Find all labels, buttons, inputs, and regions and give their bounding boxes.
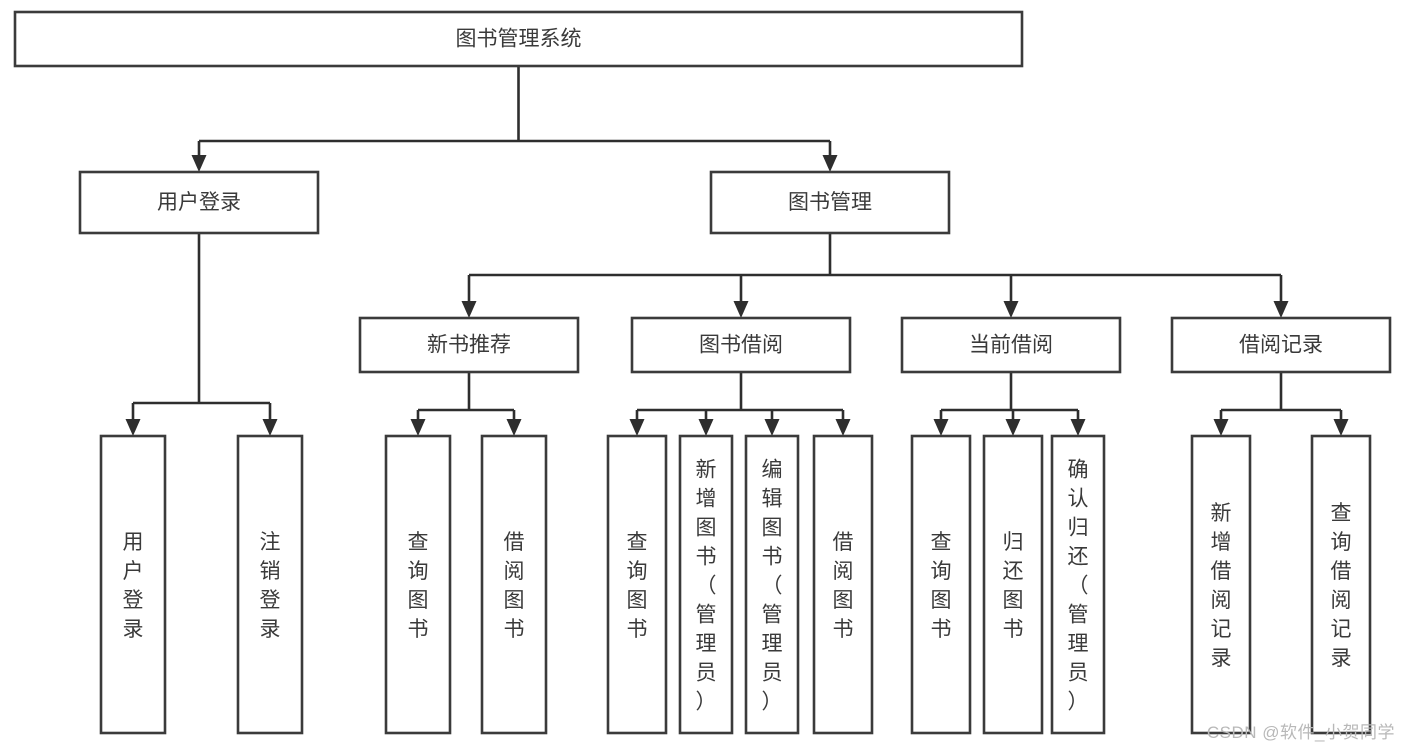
node-leaf-查询借阅记录[interactable]: 查询借阅记录	[1310, 434, 1372, 735]
arrow-head-icon	[1213, 419, 1229, 436]
node-leaf-用户登录[interactable]: 用户登录	[99, 434, 167, 735]
node-leaf-查询图书[interactable]: 查询图书	[606, 434, 668, 735]
node-label: 当前借阅	[969, 334, 1053, 357]
node-label: 新增借阅记录	[1211, 502, 1232, 670]
arrow-head-icon	[629, 419, 645, 436]
arrow-head-icon	[461, 301, 477, 318]
arrow-head-icon	[835, 419, 851, 436]
node-label: 注销登录	[260, 531, 281, 641]
node-box[interactable]	[678, 434, 734, 735]
node-label: 查询图书	[627, 531, 648, 641]
arrow-head-icon	[191, 155, 207, 172]
node-leaf-归还图书[interactable]: 归还图书	[982, 434, 1044, 735]
node-label: 新增图书（管理员）	[696, 459, 717, 714]
arrow-head-icon	[933, 419, 949, 436]
node-label: 确认归还（管理员）	[1068, 459, 1089, 714]
node-level2-图书借阅[interactable]: 图书借阅	[630, 316, 852, 374]
node-label: 用户登录	[157, 191, 241, 214]
node-label: 图书借阅	[699, 334, 783, 357]
node-leaf-查询图书[interactable]: 查询图书	[384, 434, 452, 735]
arrow-head-icon	[125, 419, 141, 436]
node-label: 借阅图书	[833, 531, 854, 641]
node-label: 编辑图书（管理员）	[762, 459, 783, 714]
node-root-图书管理系统[interactable]: 图书管理系统	[13, 10, 1024, 68]
node-level1-用户登录[interactable]: 用户登录	[78, 170, 320, 235]
node-leaf-编辑图书管理员[interactable]: 编辑图书（管理员）	[744, 434, 800, 735]
node-level2-新书推荐[interactable]: 新书推荐	[358, 316, 580, 374]
arrow-head-icon	[1005, 419, 1021, 436]
node-label: 查询图书	[408, 531, 429, 641]
node-level1-图书管理[interactable]: 图书管理	[709, 170, 951, 235]
node-box[interactable]	[812, 434, 874, 735]
node-label: 用户登录	[123, 531, 144, 641]
node-label: 查询图书	[931, 531, 952, 641]
node-box[interactable]	[358, 316, 580, 374]
node-box[interactable]	[236, 434, 304, 735]
arrow-head-icon	[733, 301, 749, 318]
node-level2-当前借阅[interactable]: 当前借阅	[900, 316, 1122, 374]
arrow-head-icon	[262, 419, 278, 436]
arrow-head-icon	[822, 155, 838, 172]
connector-group	[933, 372, 1086, 436]
node-level2-借阅记录[interactable]: 借阅记录	[1170, 316, 1392, 374]
node-box[interactable]	[384, 434, 452, 735]
arrow-head-icon	[506, 419, 522, 436]
node-box[interactable]	[709, 170, 951, 235]
watermark-text: CSDN @软件_小贺同学	[1206, 723, 1395, 742]
node-box[interactable]	[1050, 434, 1106, 735]
arrow-head-icon	[764, 419, 780, 436]
node-label: 查询借阅记录	[1331, 502, 1352, 670]
node-box[interactable]	[78, 170, 320, 235]
node-label: 新书推荐	[427, 334, 511, 357]
node-leaf-确认归还管理员[interactable]: 确认归还（管理员）	[1050, 434, 1106, 735]
node-box[interactable]	[630, 316, 852, 374]
node-box[interactable]	[900, 316, 1122, 374]
arrow-head-icon	[410, 419, 426, 436]
node-label: 借阅记录	[1239, 334, 1323, 357]
connector-group	[461, 233, 1289, 318]
node-box[interactable]	[1310, 434, 1372, 735]
node-leaf-查询图书[interactable]: 查询图书	[910, 434, 972, 735]
node-box[interactable]	[480, 434, 548, 735]
node-box[interactable]	[744, 434, 800, 735]
arrow-head-icon	[698, 419, 714, 436]
node-label: 图书管理	[788, 191, 872, 214]
node-leaf-新增图书管理员[interactable]: 新增图书（管理员）	[678, 434, 734, 735]
arrow-head-icon	[1273, 301, 1289, 318]
connector-group	[629, 372, 851, 436]
node-leaf-注销登录[interactable]: 注销登录	[236, 434, 304, 735]
node-box[interactable]	[99, 434, 167, 735]
connector-group	[125, 233, 278, 436]
node-label: 归还图书	[1003, 531, 1024, 641]
connector-group	[1213, 372, 1349, 436]
arrow-head-icon	[1333, 419, 1349, 436]
node-leaf-借阅图书[interactable]: 借阅图书	[480, 434, 548, 735]
node-label: 图书管理系统	[456, 28, 582, 51]
connector-group	[410, 372, 522, 436]
node-label: 借阅图书	[504, 531, 525, 641]
node-box[interactable]	[606, 434, 668, 735]
arrow-head-icon	[1070, 419, 1086, 436]
node-box[interactable]	[13, 10, 1024, 68]
connector-group	[191, 66, 838, 172]
arrow-head-icon	[1003, 301, 1019, 318]
node-box[interactable]	[910, 434, 972, 735]
node-box[interactable]	[1190, 434, 1252, 735]
node-box[interactable]	[1170, 316, 1392, 374]
node-box[interactable]	[982, 434, 1044, 735]
node-leaf-借阅图书[interactable]: 借阅图书	[812, 434, 874, 735]
node-leaf-新增借阅记录[interactable]: 新增借阅记录	[1190, 434, 1252, 735]
